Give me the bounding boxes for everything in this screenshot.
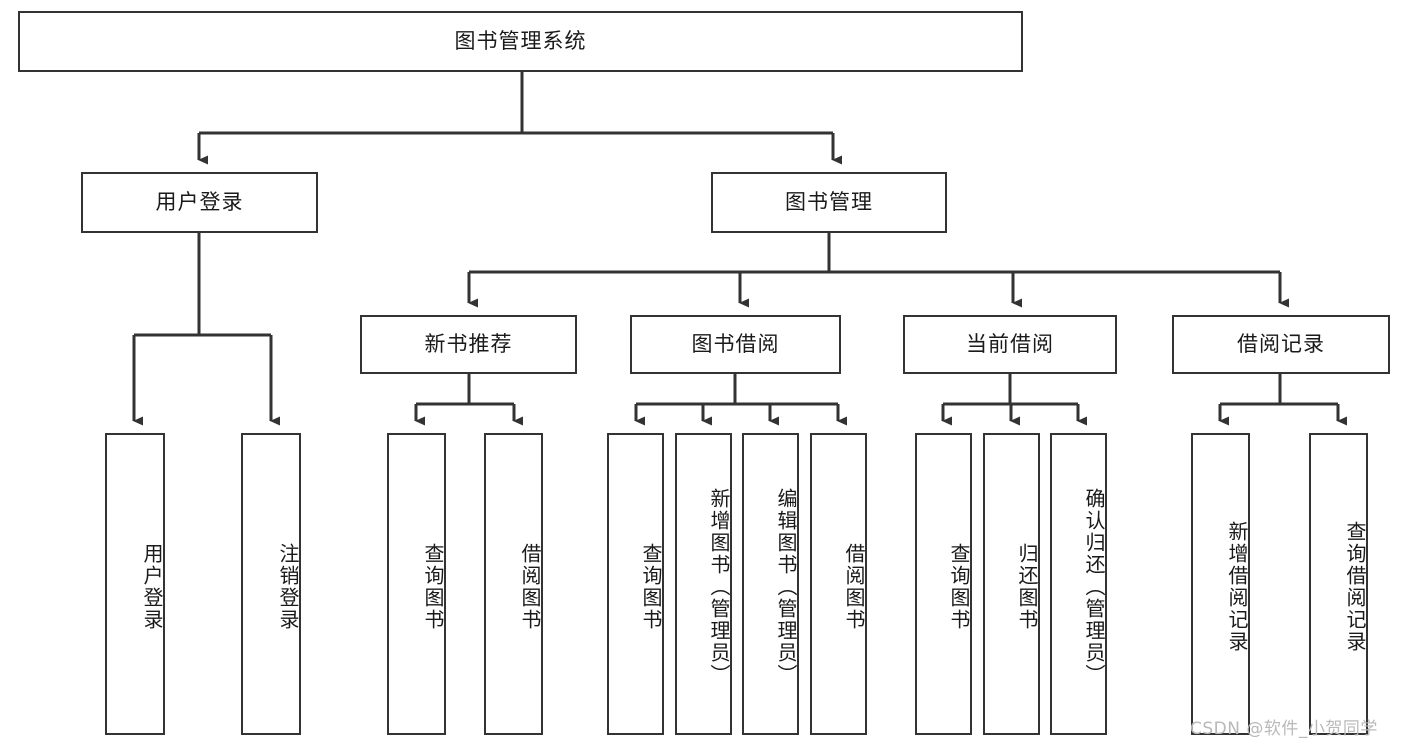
- node-book-management-label: 图书管理: [785, 190, 873, 215]
- leaf-label: 查询借阅记录: [1343, 521, 1367, 653]
- leaf-label: 归还图书: [1015, 543, 1039, 631]
- leaf-current-borrow-query-book[interactable]: 查询图书: [915, 433, 972, 735]
- leaf-label: 编辑图书（管理员）: [774, 488, 798, 686]
- node-user-login-label: 用户登录: [155, 190, 244, 215]
- leaf-label: 用户登录: [140, 543, 164, 631]
- node-current-borrow[interactable]: 当前借阅: [903, 315, 1117, 374]
- leaf-label: 确认归还（管理员）: [1082, 488, 1106, 686]
- node-root-system[interactable]: 图书管理系统: [18, 11, 1023, 72]
- node-book-borrow[interactable]: 图书借阅: [630, 315, 841, 374]
- leaf-label: 新增图书（管理员）: [707, 488, 731, 686]
- leaf-label: 注销登录: [276, 543, 300, 631]
- leaf-label: 借阅图书: [842, 543, 866, 631]
- leaf-label: 查询图书: [639, 543, 663, 631]
- node-book-management[interactable]: 图书管理: [711, 172, 947, 233]
- leaf-user-login-logout[interactable]: 注销登录: [241, 433, 301, 735]
- node-new-book-recommend-label: 新书推荐: [424, 332, 513, 357]
- leaf-book-borrow-borrow-book[interactable]: 借阅图书: [810, 433, 867, 735]
- leaf-current-borrow-return-book[interactable]: 归还图书: [983, 433, 1040, 735]
- leaf-borrow-record-add-record[interactable]: 新增借阅记录: [1191, 433, 1250, 735]
- leaf-book-borrow-edit-book-admin[interactable]: 编辑图书（管理员）: [742, 433, 799, 735]
- node-borrow-record[interactable]: 借阅记录: [1172, 315, 1390, 374]
- node-user-login[interactable]: 用户登录: [81, 172, 318, 233]
- leaf-current-borrow-confirm-return-admin[interactable]: 确认归还（管理员）: [1050, 433, 1107, 735]
- node-root-label: 图书管理系统: [454, 29, 587, 54]
- node-current-borrow-label: 当前借阅: [966, 332, 1054, 357]
- node-new-book-recommend[interactable]: 新书推荐: [360, 315, 577, 374]
- node-book-borrow-label: 图书借阅: [691, 332, 780, 357]
- leaf-label: 借阅图书: [518, 543, 542, 631]
- leaf-user-login-login[interactable]: 用户登录: [105, 433, 165, 735]
- node-borrow-record-label: 借阅记录: [1237, 332, 1325, 357]
- leaf-new-book-borrow-book[interactable]: 借阅图书: [484, 433, 543, 735]
- csdn-watermark: CSDN @软件_小贺同学: [1190, 719, 1378, 739]
- leaf-book-borrow-query-book[interactable]: 查询图书: [607, 433, 664, 735]
- leaf-borrow-record-query-record[interactable]: 查询借阅记录: [1309, 433, 1368, 735]
- leaf-book-borrow-add-book-admin[interactable]: 新增图书（管理员）: [675, 433, 732, 735]
- leaf-new-book-query-book[interactable]: 查询图书: [387, 433, 446, 735]
- leaf-label: 新增借阅记录: [1225, 521, 1249, 653]
- leaf-label: 查询图书: [947, 543, 971, 631]
- leaf-label: 查询图书: [421, 543, 445, 631]
